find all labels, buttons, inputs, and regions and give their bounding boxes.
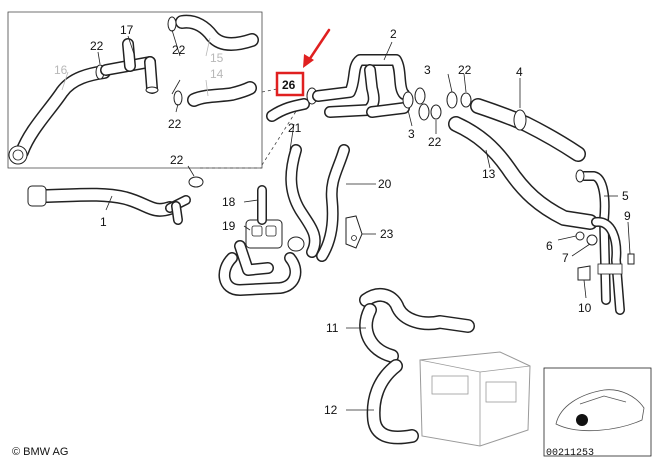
hose-1: [27, 185, 191, 225]
callout-part-22[interactable]: 22: [168, 117, 182, 131]
hose-13: [448, 116, 598, 230]
highlight-callout-26[interactable]: 26: [275, 28, 331, 97]
callout-part-4[interactable]: 4: [516, 65, 523, 79]
highlight-arrow-head-icon: [303, 54, 314, 68]
callout-part-22[interactable]: 22: [428, 135, 442, 149]
valve-assembly-19: [218, 185, 305, 296]
callout-part-20[interactable]: 20: [378, 177, 392, 191]
clamp-mid: [188, 176, 204, 188]
callout-part-11[interactable]: 11: [326, 321, 339, 335]
callout-part-22[interactable]: 22: [172, 43, 186, 57]
aux-heater-unit: [419, 351, 531, 447]
clamps-3: [402, 87, 472, 121]
pipe-5: [575, 169, 625, 315]
callout-part-9[interactable]: 9: [624, 209, 631, 223]
callout-part-5[interactable]: 5: [622, 189, 629, 203]
hose-12: [366, 359, 419, 445]
callout-part-22[interactable]: 22: [458, 63, 472, 77]
figure-id: 00211253: [546, 448, 594, 459]
callout-part-22[interactable]: 22: [90, 39, 104, 53]
highlight-box: [275, 71, 305, 97]
callout-part-18[interactable]: 18: [222, 195, 236, 209]
copyright-text: © BMW AG: [12, 446, 68, 458]
callout-part-15[interactable]: 15: [210, 51, 224, 65]
leader-lines: [61, 29, 631, 411]
footer: © BMW AG 00211253: [12, 446, 594, 459]
hose-4: [470, 98, 586, 162]
hose-16: [8, 65, 111, 165]
hose-15: [167, 14, 259, 51]
callout-part-10[interactable]: 10: [578, 301, 592, 315]
callout-part-21[interactable]: 21: [288, 121, 302, 135]
hose-11: [359, 287, 475, 363]
bracket-23: [345, 215, 363, 249]
callout-part-14[interactable]: 14: [210, 67, 224, 81]
tee-piece-17: [100, 38, 159, 94]
callout-part-2[interactable]: 2: [390, 27, 397, 41]
fittings: [575, 231, 635, 281]
callout-part-13[interactable]: 13: [482, 167, 496, 181]
highlight-arrow-shaft: [307, 28, 331, 62]
pipe-2: [312, 54, 410, 118]
part-callouts: 1 2 3 3 4 5 6 7 9 10 11 12 13 14 15 16 1…: [54, 23, 631, 417]
callout-part-23[interactable]: 23: [380, 227, 394, 241]
callout-part-6[interactable]: 6: [546, 239, 553, 253]
callout-part-22[interactable]: 22: [170, 153, 184, 167]
callout-part-1[interactable]: 1: [100, 215, 107, 229]
hose-14: [173, 81, 257, 107]
car-thumbnail: [543, 367, 652, 457]
callout-part-19[interactable]: 19: [222, 219, 236, 233]
callout-part-17[interactable]: 17: [120, 23, 134, 37]
callout-part-3[interactable]: 3: [408, 127, 415, 141]
callout-part-26[interactable]: 26: [282, 78, 296, 92]
callout-part-7[interactable]: 7: [562, 251, 569, 265]
hose-20: [285, 144, 350, 262]
inset-frame: [7, 11, 301, 169]
callout-part-12[interactable]: 12: [324, 403, 338, 417]
callout-part-16[interactable]: 16: [54, 63, 68, 77]
callout-part-3[interactable]: 3: [424, 63, 431, 77]
